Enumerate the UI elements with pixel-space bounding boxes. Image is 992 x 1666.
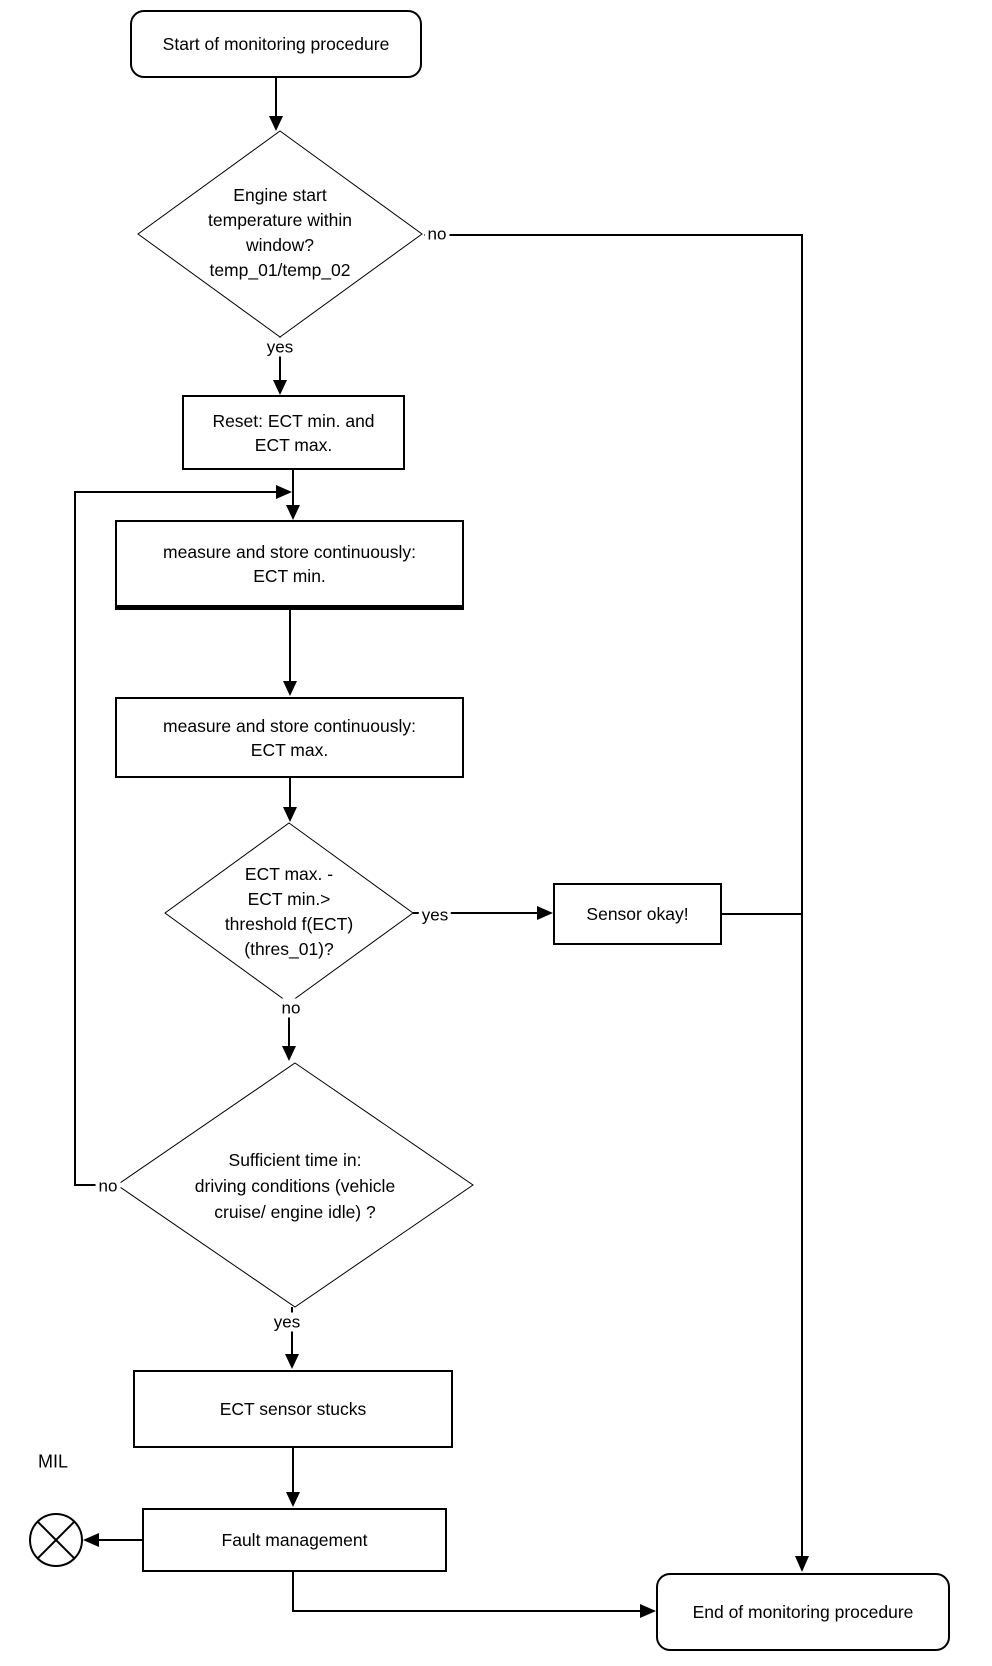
sensor-okay-node: Sensor okay!	[553, 883, 722, 945]
edge-label-no-threshold: no	[278, 998, 304, 1018]
reset-node: Reset: ECT min. and ECT max.	[182, 395, 405, 470]
arrowhead-left	[83, 1533, 99, 1547]
measure-min-node: measure and store continuously: ECT min.	[115, 520, 464, 610]
sensor-stucks-node: ECT sensor stucks	[133, 1370, 453, 1448]
edge-label-no-time: no	[95, 1176, 121, 1196]
arrowhead-right	[537, 906, 553, 920]
arrowhead-down	[286, 1492, 300, 1507]
decision-text-line: Sufficient time in:	[228, 1150, 362, 1170]
measure-max-label-line: measure and store continuously:	[163, 715, 416, 736]
arrowhead-down	[283, 681, 297, 696]
decision-time-text: Sufficient time in: driving conditions (…	[145, 1147, 445, 1225]
arrowhead-right	[276, 485, 292, 499]
arrowhead-down	[283, 807, 297, 822]
connector-fault-to-end	[292, 1572, 640, 1612]
edge-label-yes-threshold: yes	[418, 905, 452, 925]
measure-max-node: measure and store continuously: ECT max.	[115, 697, 464, 778]
decision-text-line: temperature within	[208, 210, 352, 230]
arrowhead-down	[269, 116, 283, 131]
edge-label-yes-temp-window: yes	[263, 337, 297, 357]
reset-label-line: Reset: ECT min. and	[212, 410, 375, 431]
edge-label-yes-time: yes	[270, 1312, 304, 1332]
arrowhead-down	[285, 1354, 299, 1369]
fault-management-label: Fault management	[221, 1530, 368, 1550]
start-label: Start of monitoring procedure	[162, 34, 390, 54]
arrowhead-right	[640, 1604, 656, 1618]
arrowhead-down	[795, 1556, 809, 1572]
decision-text-line: temp_01/temp_02	[209, 260, 351, 280]
sensor-stucks-label: ECT sensor stucks	[219, 1399, 367, 1419]
fault-management-node: Fault management	[142, 1508, 447, 1572]
arrowhead-down	[273, 380, 287, 395]
mil-label: MIL	[37, 1451, 69, 1472]
mil-lamp-icon	[29, 1513, 83, 1567]
arrowhead-down	[282, 1046, 296, 1061]
arrowhead-down	[286, 505, 300, 520]
decision-text-line: ECT max. -	[244, 864, 334, 884]
reset-label-line: ECT max.	[254, 434, 333, 455]
start-node: Start of monitoring procedure	[130, 10, 422, 78]
end-node: End of monitoring procedure	[656, 1573, 950, 1651]
measure-min-label-line: measure and store continuously:	[163, 541, 416, 562]
decision-text-line: threshold f(ECT)	[224, 914, 354, 934]
decision-temp-window-text: Engine start temperature within window? …	[130, 183, 430, 283]
decision-text-line: driving conditions (vehicle	[194, 1176, 396, 1196]
decision-text-line: window?	[245, 235, 315, 255]
decision-temp-window-diamond	[137, 130, 423, 338]
edge-label-no-temp-window: no	[424, 224, 450, 244]
decision-text-line: cruise/ engine idle) ?	[214, 1202, 376, 1222]
decision-text-line: ECT min.>	[247, 889, 331, 909]
measure-max-label-line: ECT max.	[250, 739, 329, 760]
decision-threshold-text: ECT max. - ECT min.> threshold f(ECT) (t…	[159, 862, 419, 962]
sensor-okay-label: Sensor okay!	[586, 904, 689, 924]
connector-decision1-no-to-end	[424, 234, 803, 1557]
end-label: End of monitoring procedure	[692, 1602, 914, 1622]
decision-time-diamond	[116, 1062, 474, 1308]
decision-text-line: (thres_01)?	[244, 939, 334, 959]
measure-min-label-line: ECT min.	[253, 565, 326, 586]
decision-text-line: Engine start	[233, 185, 327, 205]
